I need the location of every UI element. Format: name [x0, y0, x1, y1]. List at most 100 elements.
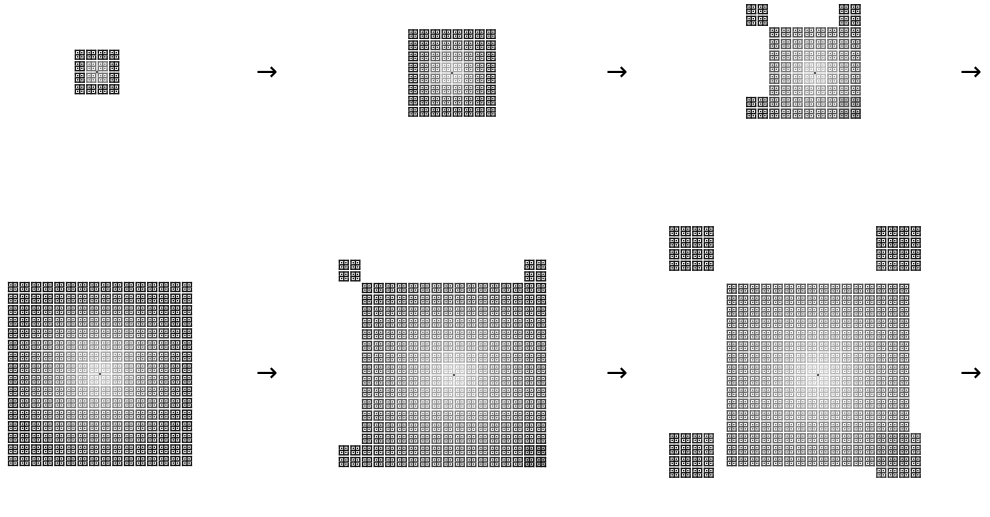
- fractal-cell: [490, 283, 500, 293]
- fractal-cell: [31, 328, 41, 338]
- fractal-cell: [911, 249, 921, 259]
- fractal-cell: [124, 421, 134, 431]
- fractal-cell: [876, 341, 886, 351]
- fractal-cell: [147, 398, 157, 408]
- fractal-cell: [876, 376, 886, 386]
- fractal-cell: [66, 305, 76, 315]
- fractal-cell: [182, 386, 192, 396]
- fractal-cell: [89, 398, 99, 408]
- fractal-cell: [453, 40, 463, 50]
- fractal-cell: [853, 445, 863, 455]
- fractal-cell: [455, 341, 465, 351]
- fractal-cell: [112, 386, 122, 396]
- fractal-cell: [819, 284, 829, 294]
- fractal-cell: [86, 73, 96, 83]
- fractal-cell: [420, 364, 430, 374]
- fractal-cell: [830, 364, 840, 374]
- fractal-cell: [101, 294, 111, 304]
- fractal-cell: [899, 284, 909, 294]
- fractal-cell: [738, 445, 748, 455]
- fractal-cell: [816, 51, 826, 61]
- fractal-cell: [89, 317, 99, 327]
- fractal-cell: [136, 444, 146, 454]
- fractal-cell: [455, 353, 465, 363]
- fractal-cell: [536, 376, 546, 386]
- fractal-cell: [524, 457, 534, 467]
- stage-3: [746, 4, 861, 119]
- fractal-cell: [830, 399, 840, 409]
- fractal-cell: [101, 398, 111, 408]
- fractal-cell: [20, 317, 30, 327]
- fractal-cell: [876, 445, 886, 455]
- fractal-cell: [827, 51, 837, 61]
- fractal-cell: [124, 305, 134, 315]
- fractal-cell: [888, 295, 898, 305]
- fractal-cell: [796, 456, 806, 466]
- fractal-cell: [54, 294, 64, 304]
- fractal-cell: [109, 84, 119, 94]
- fractal-cell: [865, 307, 875, 317]
- fractal-cell: [159, 363, 169, 373]
- fractal-cell: [420, 318, 430, 328]
- fractal-cell: [738, 410, 748, 420]
- fractal-cell: [784, 376, 794, 386]
- fractal-cell: [819, 387, 829, 397]
- fractal-cell: [501, 422, 511, 432]
- fractal-cell: [888, 249, 898, 259]
- fractal-cell: [8, 398, 18, 408]
- fractal-cell: [773, 307, 783, 317]
- fractal-cell: [75, 84, 85, 94]
- fractal-cell: [819, 445, 829, 455]
- fractal-cell: [876, 226, 886, 236]
- fractal-cell: [453, 51, 463, 61]
- fractal-cell: [669, 226, 679, 236]
- fractal-cell: [31, 433, 41, 443]
- fractal-cell: [853, 330, 863, 340]
- fractal-cell: [781, 27, 791, 37]
- fractal-cell: [101, 352, 111, 362]
- fractal-cell: [830, 295, 840, 305]
- fractal-cell: [385, 434, 395, 444]
- fractal-cell: [408, 329, 418, 339]
- fractal-cell: [86, 84, 96, 94]
- fractal-cell: [911, 468, 921, 478]
- fractal-cell: [853, 433, 863, 443]
- fractal-cell: [475, 96, 485, 106]
- fractal-cell: [853, 364, 863, 374]
- fractal-cell: [455, 399, 465, 409]
- fractal-cell: [182, 340, 192, 350]
- fractal-cell: [804, 39, 814, 49]
- fractal-cell: [385, 376, 395, 386]
- fractal-cell: [136, 398, 146, 408]
- fractal-cell: [66, 363, 76, 373]
- fractal-cell: [397, 376, 407, 386]
- fractal-cell: [490, 364, 500, 374]
- fractal-cell: [536, 318, 546, 328]
- fractal-cell: [865, 341, 875, 351]
- fractal-cell: [853, 284, 863, 294]
- fractal-cell: [432, 399, 442, 409]
- fractal-cell: [793, 97, 803, 107]
- fractal-cell: [773, 318, 783, 328]
- fractal-cell: [761, 364, 771, 374]
- fractal-cell: [170, 363, 180, 373]
- fractal-cell: [432, 376, 442, 386]
- fractal-cell: [31, 386, 41, 396]
- fractal-cell: [746, 97, 756, 107]
- fractal-cell: [816, 97, 826, 107]
- fractal-cell: [112, 421, 122, 431]
- fractal-cell: [124, 317, 134, 327]
- fractal-cell: [8, 456, 18, 466]
- fractal-cell: [159, 340, 169, 350]
- fractal-cell: [911, 456, 921, 466]
- fractal-cell: [112, 340, 122, 350]
- fractal-cell: [692, 445, 702, 455]
- fractal-cell: [31, 294, 41, 304]
- center-dot: [814, 72, 816, 74]
- fractal-cell: [888, 456, 898, 466]
- fractal-cell: [692, 249, 702, 259]
- fractal-cell: [888, 422, 898, 432]
- fractal-cell: [524, 353, 534, 363]
- fractal-cell: [513, 434, 523, 444]
- fractal-cell: [374, 399, 384, 409]
